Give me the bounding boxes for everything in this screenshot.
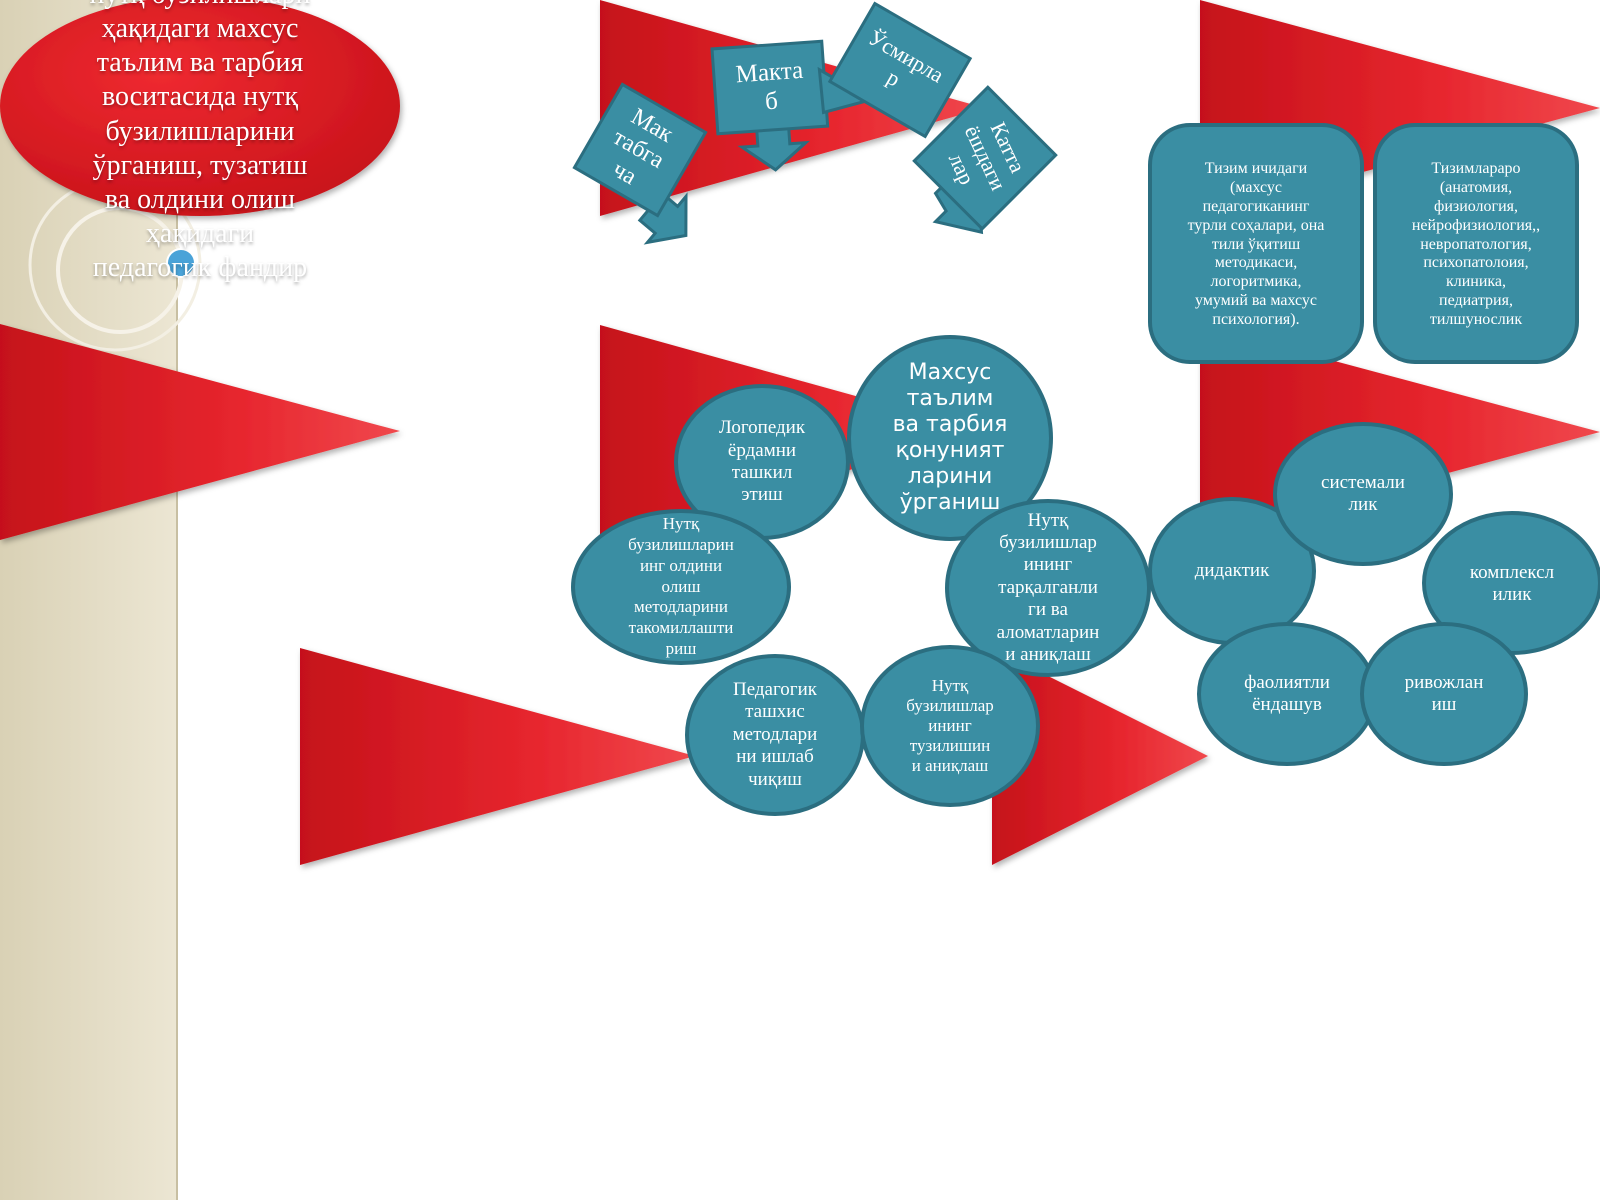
task-center-circle	[847, 335, 1053, 541]
principle-circle-systemic	[1273, 422, 1453, 566]
box-teen-shape	[827, 1, 973, 139]
title-ellipse	[0, 0, 400, 216]
box-teen	[817, 1, 973, 139]
task-label-2: Нутқ бузилишларин инг олдини олиш методл…	[628, 514, 734, 658]
box-preschool	[572, 82, 708, 245]
system-intra-box	[1148, 123, 1364, 364]
system-intra-label: Тизим ичидаги (махсус педагогиканинг тур…	[1187, 160, 1325, 329]
principle-label-development: ривожлан иш	[1404, 671, 1484, 715]
principle-label-didactic: дидактик	[1194, 559, 1270, 581]
decor-bullet	[166, 248, 196, 278]
pennant-bottom-left	[300, 648, 695, 865]
task-label-4: Педагогик ташхис методлари ни ишлаб чиқи…	[732, 678, 818, 790]
pennant-bottom-right	[992, 648, 1208, 865]
pennant-left	[0, 324, 400, 540]
top-group	[572, 1, 1058, 245]
task-circle-5	[860, 645, 1040, 807]
principle-label-complex: комплексл илик	[1469, 561, 1555, 605]
task-center-label: Махсус таълим ва тарбия қонуният ларини …	[892, 360, 1008, 515]
task-circle-3	[945, 499, 1151, 677]
box-school-label: Макта б	[734, 56, 805, 116]
task-label-3: Нутқ бузилишлар ининг тарқалганли ги ва …	[996, 509, 1100, 666]
principle-circle-development	[1360, 622, 1528, 766]
task-label-1: Логопедик ёрдамни ташкил этиш	[718, 417, 806, 506]
task-label-5: Нутқ бузилишлар ининг тузилишин и аниқла…	[906, 675, 994, 776]
system-inter-label: Тизимлараро (анатомия, физиология, нейро…	[1411, 160, 1541, 329]
box-adult	[912, 85, 1058, 235]
principle-label-systemic: системали лик	[1321, 471, 1405, 515]
system-inter-box	[1373, 123, 1579, 364]
box-school	[710, 39, 830, 172]
box-adult-shape	[912, 85, 1058, 231]
title-text: нутқ бузилишлари ҳақидаги махсус таълим …	[90, 0, 311, 284]
principle-label-activity: фаолиятли ёндашув	[1244, 671, 1330, 715]
box-preschool-shape	[572, 82, 708, 218]
task-circle-2	[571, 509, 791, 665]
